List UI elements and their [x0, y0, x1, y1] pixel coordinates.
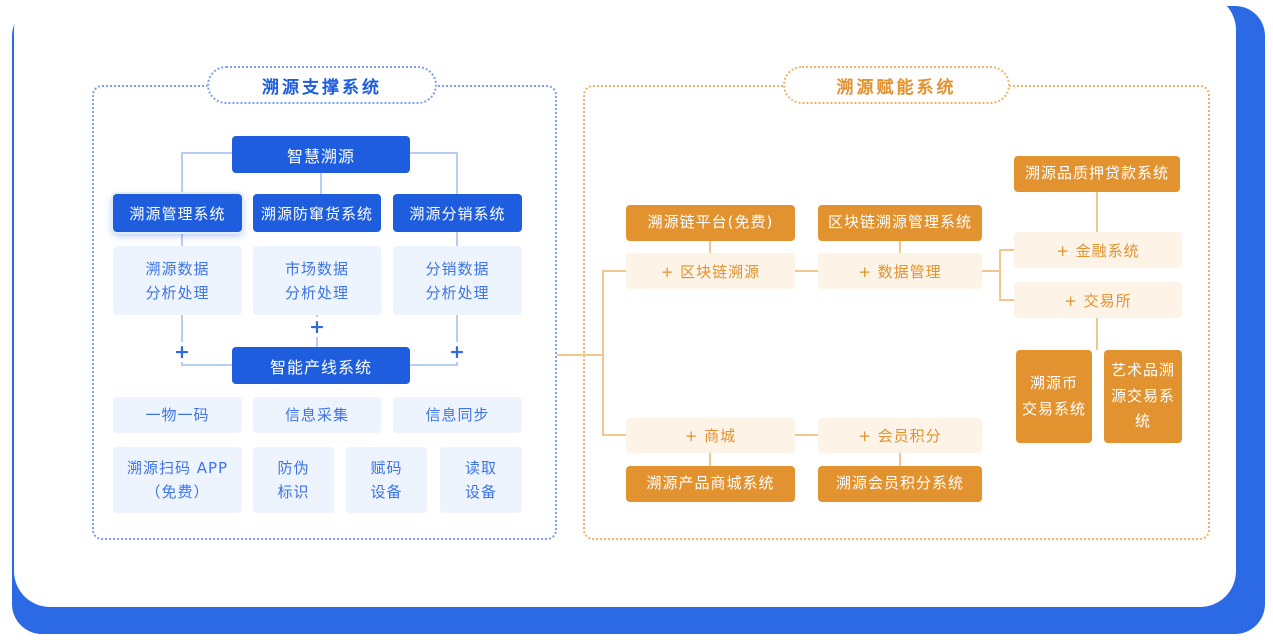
node-reading-device: 读取 设备 [440, 447, 522, 513]
node-mall-system: 溯源产品商城系统 [626, 466, 795, 502]
node-smart-production-line: 智能产线系统 [232, 347, 410, 384]
connector-line [795, 434, 818, 436]
node-info-sync: 信息同步 [393, 397, 522, 433]
connector-line [999, 299, 1014, 301]
connector-line [602, 434, 626, 436]
connector-line [410, 364, 457, 366]
node-smart-traceability: 智慧溯源 [232, 136, 410, 173]
connector-line [999, 249, 1001, 301]
connector-line [982, 270, 1000, 272]
connector-line [899, 241, 901, 253]
node-trace-management-system: 溯源管理系统 [113, 194, 242, 232]
node-data-management: + 数据管理 [818, 253, 982, 289]
connector-line [182, 152, 232, 154]
node-member-points: + 会员积分 [818, 418, 982, 453]
node-member-points-system: 溯源会员积分系统 [818, 466, 982, 502]
node-blockchain-trace-mgmt-system: 区块链溯源管理系统 [818, 205, 982, 241]
connector-line [182, 364, 232, 366]
connector-line [999, 249, 1014, 251]
node-finance-system: + 金融系统 [1014, 232, 1182, 268]
connector-line [557, 354, 604, 356]
connector-line [709, 241, 711, 253]
node-market-data-analysis: 市场数据 分析处理 [253, 246, 381, 315]
node-mall: + 商城 [626, 418, 795, 453]
connector-line [602, 270, 626, 272]
node-anti-fake-label: 防伪 标识 [253, 447, 334, 513]
node-exchange: + 交易所 [1014, 282, 1182, 318]
connector-line [320, 172, 322, 194]
node-blockchain-trace: + 区块链溯源 [626, 253, 795, 289]
node-anti-counterfeit-system: 溯源防窜货系统 [253, 194, 381, 232]
connector-line [899, 453, 901, 466]
connector-line [602, 270, 604, 436]
node-trace-data-analysis: 溯源数据 分析处理 [113, 246, 242, 315]
connector-line [709, 453, 711, 466]
node-trace-scan-app: 溯源扫码 APP （免费） [113, 447, 242, 513]
support-system-title: 溯源支撑系统 [207, 66, 437, 104]
node-trace-chain-platform: 溯源链平台(免费) [626, 205, 795, 241]
node-distribution-system: 溯源分销系统 [393, 194, 522, 232]
node-art-exchange-system: 艺术品溯 源交易系 统 [1104, 350, 1182, 443]
connector-line [795, 270, 818, 272]
node-distribution-data-analysis: 分销数据 分析处理 [393, 246, 522, 315]
connector-line [1096, 318, 1098, 350]
empower-system-title: 溯源赋能系统 [783, 66, 1010, 104]
plus-sign: + [447, 341, 467, 363]
plus-sign: + [307, 316, 327, 338]
node-one-item-one-code: 一物一码 [113, 397, 242, 433]
node-coin-exchange-system: 溯源币 交易系统 [1016, 350, 1092, 443]
connector-line [410, 152, 457, 154]
connector-line [1096, 192, 1098, 232]
node-coding-device: 赋码 设备 [346, 447, 427, 513]
node-pledge-loan-system: 溯源品质押贷款系统 [1014, 156, 1180, 192]
plus-sign: + [172, 341, 192, 363]
node-info-collection: 信息采集 [253, 397, 381, 433]
